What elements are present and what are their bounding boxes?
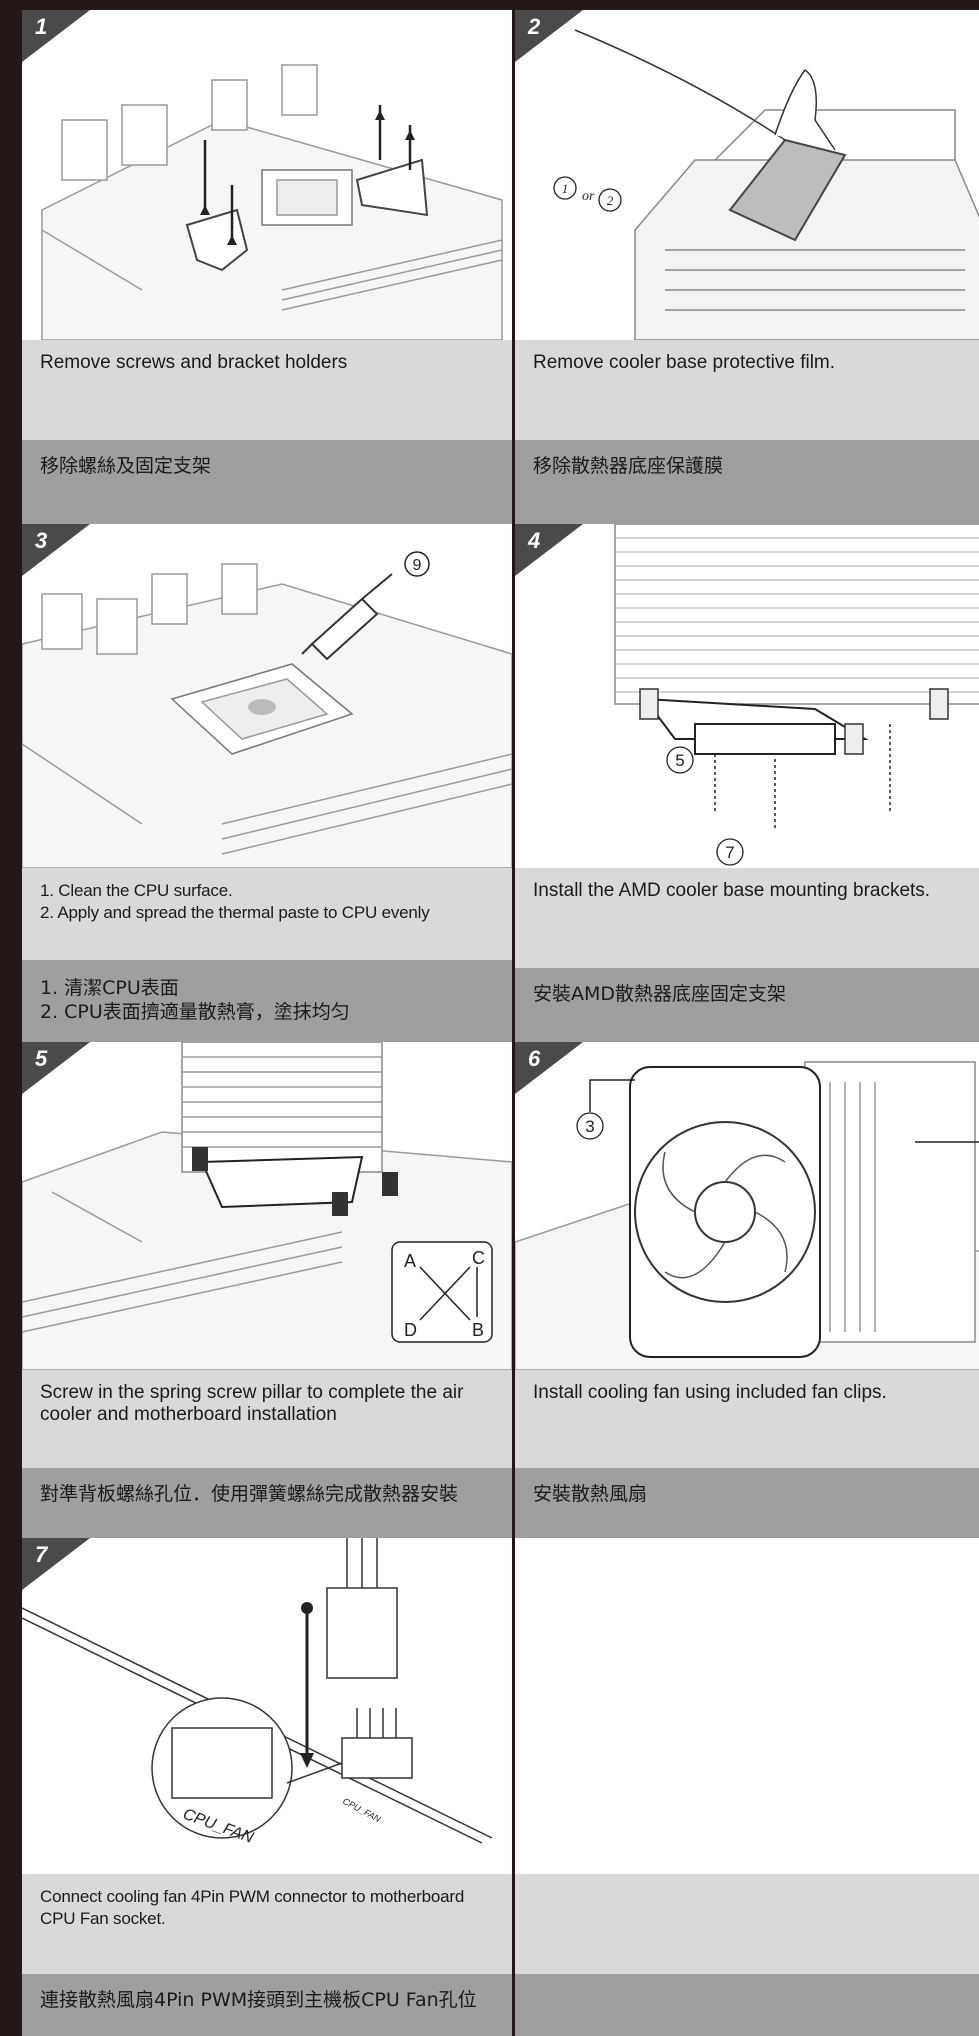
callout-9-icon <box>404 551 430 577</box>
step-1-figure: 1 <box>22 10 512 340</box>
svg-text:2: 2 <box>607 193 614 208</box>
callout-1-icon <box>553 176 577 200</box>
step-3: 9 3 1. Clean the CPU surface. 2. Apply a… <box>22 524 512 1052</box>
step-number-badge <box>515 524 583 576</box>
order-label-b: B <box>472 1320 484 1340</box>
caption-english: Install cooling fan using included fan c… <box>515 1370 979 1468</box>
protective-film-illustration: 1 or 2 <box>553 29 979 340</box>
caption-line-1: 1. 清潔CPU表面 <box>40 977 179 999</box>
fan-hub-icon <box>694 1181 756 1243</box>
step-number-badge <box>22 10 90 62</box>
empty-panel <box>515 1538 979 1874</box>
callout-7-icon <box>716 838 744 866</box>
column-divider <box>512 10 515 2036</box>
or-label: or <box>582 189 595 204</box>
callout-5-icon <box>666 746 694 774</box>
callout-3-icon <box>576 1112 604 1140</box>
order-label-d: D <box>404 1320 417 1340</box>
order-label-c: C <box>472 1248 485 1268</box>
order-label-a: A <box>404 1251 416 1271</box>
step-3-figure: 9 3 <box>22 524 512 868</box>
svg-text:9: 9 <box>413 557 422 574</box>
amd-bracket-illustration: 5 7 <box>614 524 979 866</box>
hand-icon <box>774 68 836 151</box>
paste-dot <box>248 699 276 715</box>
step-7-figure: CPU_FAN CPU_FAN 7 <box>22 1538 512 1874</box>
step-1: 1 Remove screws and bracket holders 移除螺絲… <box>22 10 512 524</box>
caption-english: Install the AMD cooler base mounting bra… <box>515 868 979 968</box>
caption-chinese: 移除螺絲及固定支架 <box>22 440 512 524</box>
svg-text:1: 1 <box>562 181 569 196</box>
svg-text:7: 7 <box>725 843 734 862</box>
caption-english: Remove cooler base protective film. <box>515 340 979 440</box>
instruction-sheet: 1 Remove screws and bracket holders 移除螺絲… <box>22 10 979 2036</box>
caption-line-2: 2. CPU表面擠適量散熱膏，塗抹均匀 <box>40 1001 350 1023</box>
caption-english: Connect cooling fan 4Pin PWM connector t… <box>22 1874 512 1974</box>
step-number-badge <box>515 1042 583 1094</box>
step-number: 2 <box>528 14 541 39</box>
step-number-badge <box>515 10 583 62</box>
step-number: 7 <box>35 1542 48 1567</box>
caption-english: 1. Clean the CPU surface. 2. Apply and s… <box>22 868 512 960</box>
step-4: 5 7 4 Install the AMD cooler base mounti… <box>515 524 979 1042</box>
step-5-figure: A C D B 5 <box>22 1042 512 1370</box>
fan-install-illustration: 3 <box>515 1061 979 1370</box>
empty-caption-chinese <box>515 1974 979 2036</box>
step-number-badge <box>22 524 90 576</box>
step-4-figure: 5 7 4 <box>515 524 979 868</box>
caption-chinese: 1. 清潔CPU表面 2. CPU表面擠適量散熱膏，塗抹均匀 <box>22 960 512 1052</box>
step-number-badge <box>22 1042 90 1094</box>
step-number: 6 <box>528 1046 541 1071</box>
thermal-paste-illustration: 9 <box>22 551 512 868</box>
svg-text:5: 5 <box>675 751 684 770</box>
caption-chinese: 移除散熱器底座保護膜 <box>515 440 979 524</box>
step-2-figure: 1 or 2 2 <box>515 10 979 340</box>
step-number: 5 <box>35 1046 48 1071</box>
step-7: CPU_FAN CPU_FAN 7 Connect cooling fan 4P… <box>22 1538 512 2036</box>
caption-chinese: 安裝AMD散熱器底座固定支架 <box>515 968 979 1042</box>
caption-chinese: 對準背板螺絲孔位．使用彈簧螺絲完成散熱器安裝 <box>22 1468 512 1540</box>
caption-english: Remove screws and bracket holders <box>22 340 512 440</box>
step-number: 3 <box>35 528 48 553</box>
motherboard-bracket-illustration <box>41 64 503 340</box>
step-2: 1 or 2 2 Remove cooler base protective f… <box>515 10 979 524</box>
caption-english: Screw in the spring screw pillar to comp… <box>22 1370 512 1468</box>
step-5: A C D B 5 Screw in the spring screw pill… <box>22 1042 512 1540</box>
protective-film <box>728 138 847 242</box>
callout-2-icon <box>598 188 622 212</box>
cpu-fan-label-small: CPU_FAN <box>341 1796 383 1824</box>
caption-chinese: 安裝散熱風扇 <box>515 1468 979 1540</box>
caption-chinese: 連接散熱風扇4Pin PWM接頭到主機板CPU Fan孔位 <box>22 1974 512 2036</box>
caption-line-2: 2. Apply and spread the thermal paste to… <box>40 903 430 922</box>
step-number: 4 <box>528 528 541 553</box>
empty-caption-english <box>515 1874 979 1974</box>
fan-connector-illustration: CPU_FAN CPU_FAN <box>22 1538 493 1847</box>
step-number: 1 <box>35 14 48 39</box>
step-6: 3 6 Install cooling fan using included f… <box>515 1042 979 1540</box>
step-6-figure: 3 6 <box>515 1042 979 1370</box>
step-number-badge <box>22 1538 90 1590</box>
svg-text:3: 3 <box>585 1117 594 1136</box>
caption-line-1: 1. Clean the CPU surface. <box>40 881 233 900</box>
spring-screw-illustration: A C D B <box>22 1042 512 1370</box>
